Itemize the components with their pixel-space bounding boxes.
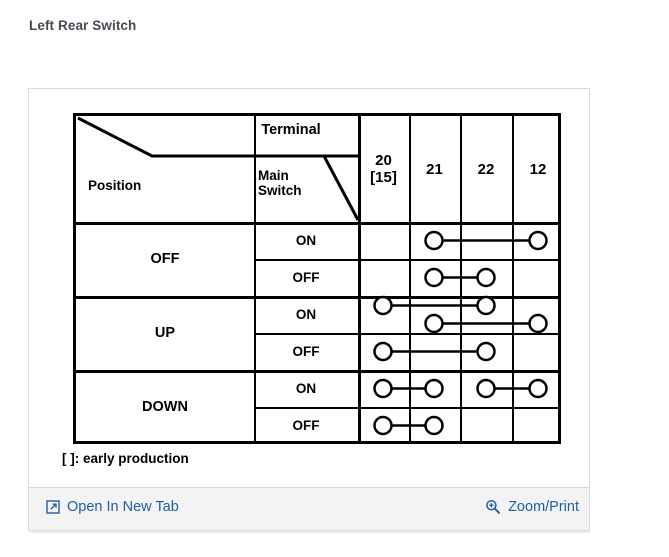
card-shadow — [30, 531, 590, 533]
table-hline-up-down — [76, 370, 558, 373]
main-switch-up-on: ON — [295, 307, 317, 322]
header-terminal-21-label: 21 — [426, 160, 443, 178]
header-terminal-22: 22 — [460, 116, 512, 222]
table-hline-up-on-off — [254, 333, 558, 335]
table-vline-position-mainswitch — [254, 116, 256, 441]
table-vline-mainswitch-terminals — [358, 116, 361, 441]
main-switch-off-off: OFF — [292, 270, 320, 285]
position-label-off: OFF — [150, 251, 180, 267]
table-hline-header-body — [76, 222, 558, 225]
header-main-switch-line2: Switch — [258, 183, 302, 198]
figure-card: Terminal Position Main Switch 20 [15] 21… — [28, 88, 590, 531]
header-terminal-12-label: 12 — [529, 160, 547, 178]
header-terminal-20-line2: [15] — [370, 169, 397, 186]
figure-caption: [ ]: early production — [62, 451, 189, 466]
table-hline-off-on-off — [254, 259, 558, 261]
external-link-icon — [46, 500, 60, 514]
switch-continuity-figure: Terminal Position Main Switch 20 [15] 21… — [29, 89, 589, 487]
header-terminal-12: 12 — [512, 116, 564, 222]
main-switch-off-on: ON — [295, 233, 317, 248]
open-in-new-tab-label: Open In New Tab — [67, 499, 179, 515]
page-title: Left Rear Switch — [29, 18, 137, 33]
header-terminal-20-line1: 20 — [375, 152, 392, 169]
open-in-new-tab-link[interactable]: Open In New Tab — [46, 499, 179, 515]
table-vline-t20-t21 — [409, 116, 411, 441]
table-hline-off-up — [76, 296, 558, 299]
table-vline-t22-t12 — [512, 116, 514, 441]
zoom-print-label: Zoom/Print — [508, 499, 579, 515]
table-hline-down-on-off — [254, 407, 558, 409]
main-switch-down-off: OFF — [292, 418, 320, 433]
main-switch-up-off: OFF — [292, 344, 320, 359]
magnifier-plus-icon — [485, 499, 501, 515]
figure-footer-bar: Open In New Tab Zoom/Print — [29, 487, 589, 530]
header-terminal-20: 20 [15] — [358, 116, 409, 222]
position-label-down: DOWN — [142, 399, 188, 415]
main-switch-down-on: ON — [295, 381, 317, 396]
header-position-label: Position — [88, 178, 142, 193]
header-main-switch-line1: Main — [258, 168, 289, 183]
header-terminal-22-label: 22 — [477, 160, 495, 178]
continuity-table: Terminal Position Main Switch 20 [15] 21… — [73, 113, 561, 444]
position-label-up: UP — [154, 325, 176, 341]
header-terminal-label: Terminal — [261, 122, 321, 138]
header-terminal-21: 21 — [409, 116, 460, 222]
header-main-switch-label: Main Switch — [258, 168, 302, 198]
zoom-print-link[interactable]: Zoom/Print — [485, 499, 579, 515]
